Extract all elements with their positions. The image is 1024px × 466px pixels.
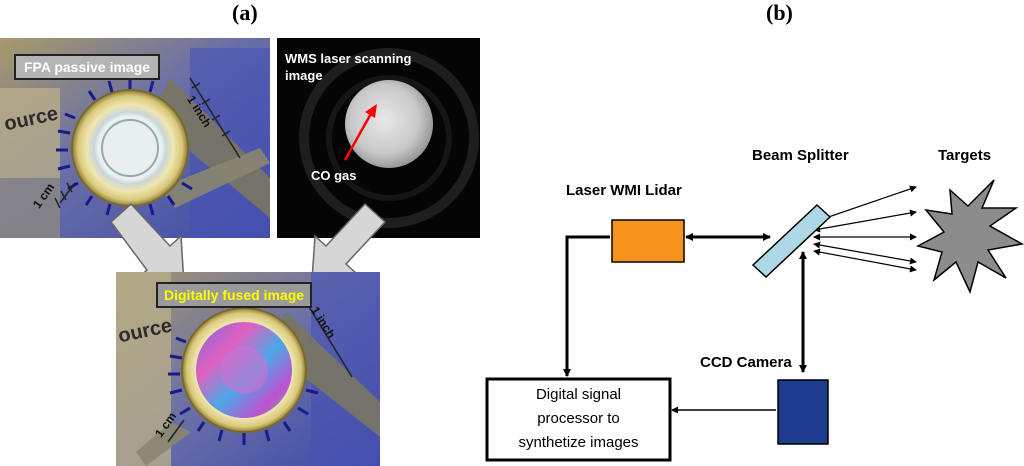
laser-label: Laser WMI Lidar (566, 182, 682, 199)
target-beams (813, 185, 917, 273)
splitter-label: Beam Splitter (752, 147, 849, 164)
wms-laser-image: WMS laser scanning image CO gas (277, 38, 480, 238)
fpa-passive-image: FPA passive image 1 inch 1 cm ource (0, 38, 270, 238)
processor-line-2: processor to (537, 410, 620, 427)
fusion-flow-arrows (109, 202, 387, 285)
ccd-camera-box (777, 379, 829, 445)
gas-arrow-line (343, 109, 375, 161)
fpa-caption: FPA passive image (14, 54, 161, 80)
targets-label: Targets (938, 147, 992, 164)
fpa-photo-graphic (0, 38, 270, 238)
wms-photo-graphic (299, 48, 479, 228)
processor-box (485, 377, 672, 462)
beam-splitter-plate (751, 203, 832, 279)
gas-arrow-head (365, 104, 377, 118)
laser-processor-link (563, 235, 610, 377)
processor-text: Digital signal processor to synthetize i… (489, 383, 668, 455)
fused-image: Digitally fused image 1 inch 1 cm ource (116, 272, 380, 466)
panel-b-label: (b) (766, 0, 793, 25)
fused-caption: Digitally fused image (156, 282, 313, 308)
laser-wmi-lidar-box (611, 219, 685, 263)
processor-line-1: Digital signal (535, 386, 622, 403)
target-star (915, 179, 1024, 295)
processor-line-3: synthetize images (518, 434, 639, 451)
co-gas-label: CO gas (311, 168, 357, 183)
camera-label: CCD Camera (700, 354, 792, 371)
panel-a-label: (a) (232, 0, 258, 25)
left-flow-arrow (109, 202, 185, 285)
wms-caption: WMS laser scanning image (285, 51, 412, 83)
